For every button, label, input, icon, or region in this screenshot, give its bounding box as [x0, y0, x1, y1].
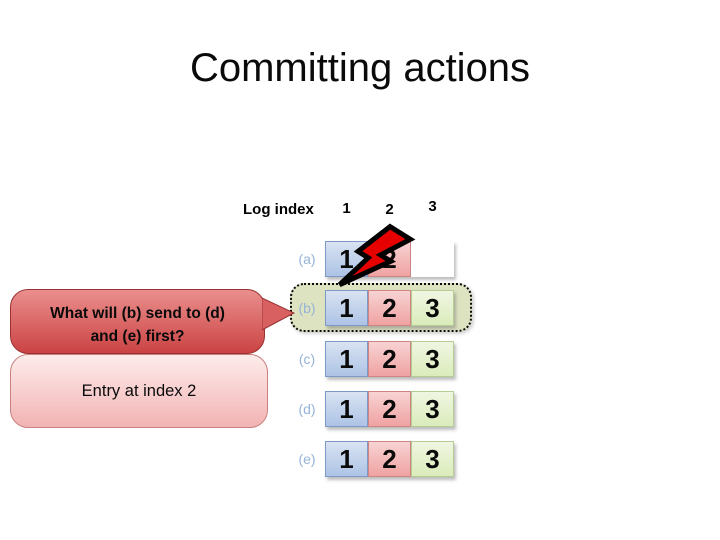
log-entry-cell: 1	[325, 290, 368, 326]
log-entry-cell: 1	[325, 441, 368, 477]
column-header-2: 2	[385, 201, 394, 218]
log-row-d: 1 2 3	[325, 391, 454, 427]
server-label-b: (b)	[298, 300, 316, 316]
server-label-a: (a)	[298, 251, 316, 267]
log-entry-cell: 3	[411, 441, 454, 477]
log-entry-cell: 3	[411, 391, 454, 427]
log-index-header: Log index	[243, 201, 314, 218]
column-header-3: 3	[428, 198, 437, 215]
callout-tail-pointer	[262, 297, 296, 331]
log-row-b: 1 2 3	[325, 290, 454, 326]
log-row-c: 1 2 3	[325, 341, 454, 377]
answer-callout: Entry at index 2	[10, 354, 268, 428]
log-entry-cell: 3	[411, 341, 454, 377]
lightning-bolt-icon	[337, 223, 416, 287]
answer-text: Entry at index 2	[81, 381, 197, 400]
question-line-1: What will (b) send to (d)	[50, 305, 225, 322]
log-entry-cell: 2	[368, 391, 411, 427]
question-callout: What will (b) send to (d) and (e) first?	[10, 289, 265, 354]
column-header-1: 1	[342, 200, 351, 217]
log-entry-cell: 1	[325, 341, 368, 377]
log-entry-cell: 1	[325, 391, 368, 427]
log-entry-cell: 2	[368, 290, 411, 326]
server-label-d: (d)	[298, 401, 316, 417]
log-entry-cell: 2	[368, 441, 411, 477]
log-entry-cell: 3	[411, 290, 454, 326]
slide-title: Committing actions	[189, 46, 531, 90]
question-line-2: and (e) first?	[90, 328, 185, 345]
log-entry-cell: 2	[368, 341, 411, 377]
server-label-c: (c)	[298, 351, 316, 367]
log-row-e: 1 2 3	[325, 441, 454, 477]
server-label-e: (e)	[298, 451, 316, 467]
